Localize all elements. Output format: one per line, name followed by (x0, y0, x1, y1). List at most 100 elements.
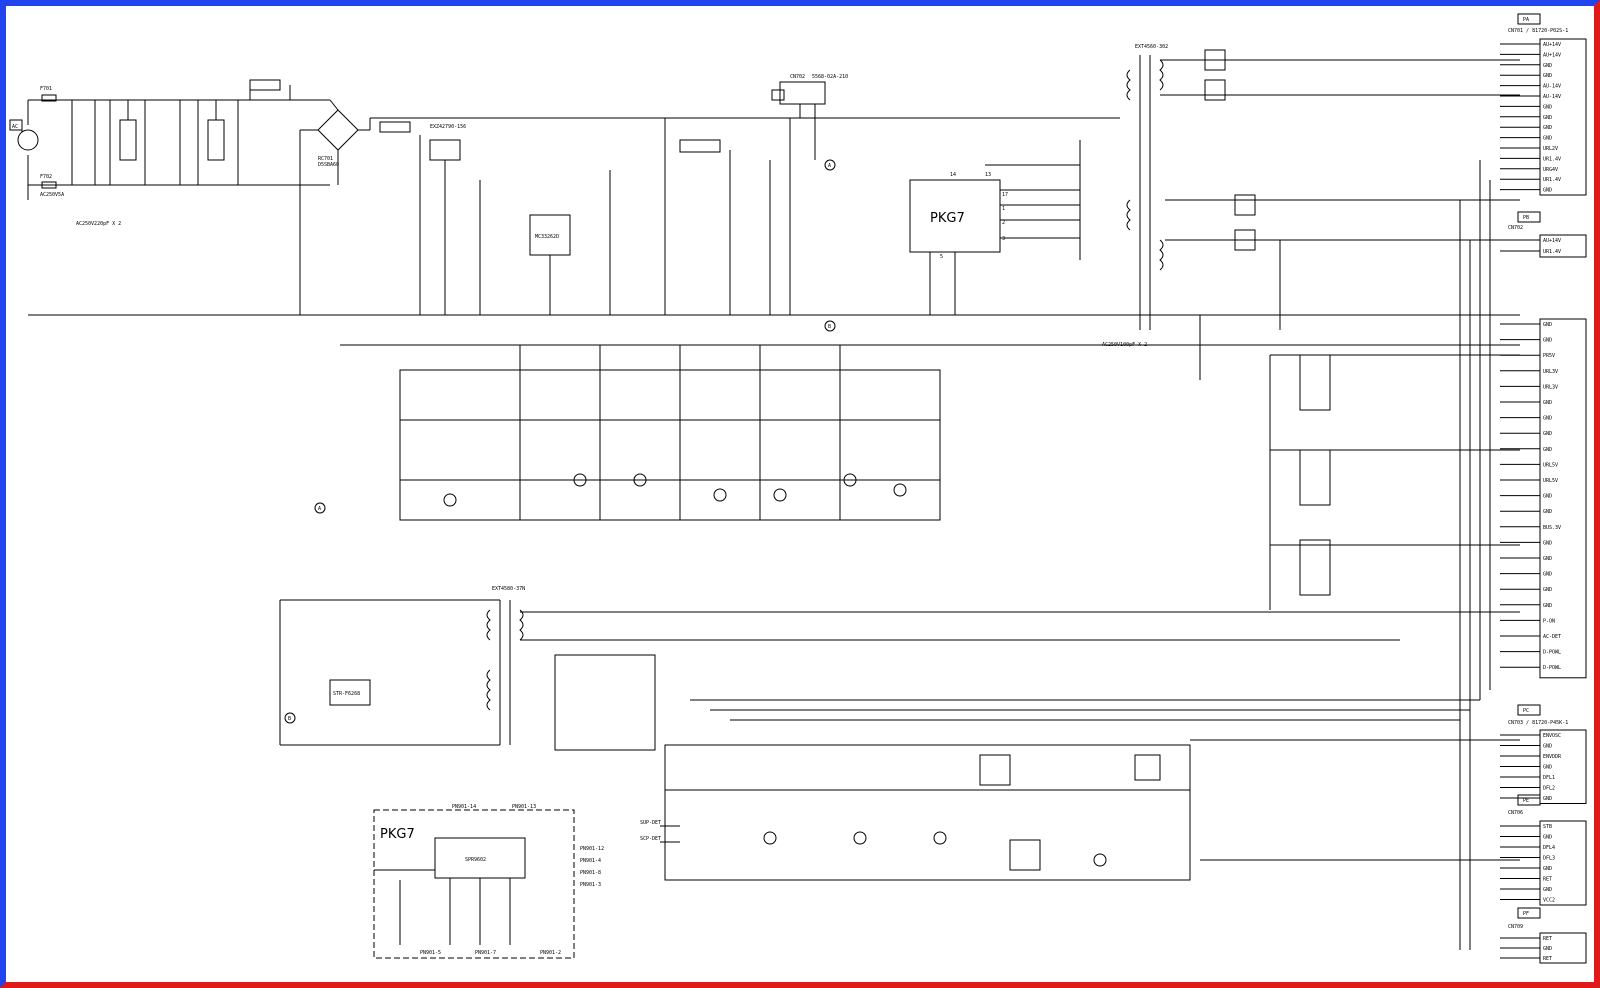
fuse-f702-label: F702 (40, 174, 52, 180)
pe-title: PE (1523, 798, 1529, 804)
pc-pin-label: ENVOSC (1543, 733, 1561, 739)
pn901-8: PN901-8 (580, 870, 601, 876)
fuse-f702-rating: AC250V5A (40, 192, 64, 198)
mid-pin-label: URL5V (1543, 462, 1558, 468)
mid-pin-label: GND (1543, 431, 1552, 437)
ac-label: AC (12, 124, 18, 130)
pc-pin-label: DFL1 (1543, 775, 1555, 781)
pe-pin-label: VCC2 (1543, 898, 1555, 904)
mid-pin-label: GND (1543, 572, 1552, 578)
pkg7-pin-5: 5 (940, 254, 943, 260)
ic-str-part: STR-F6268 (333, 691, 360, 697)
pe-pin-label: DFL3 (1543, 856, 1555, 862)
mid-pin-list: GND GND PR5V URL3V URL3V GND GND GND GND URL5V URL… (1500, 318, 1587, 679)
pf-pin-label: RET (1543, 956, 1552, 962)
mid-pin-label: GND (1543, 540, 1552, 546)
pe-pin-label: RET (1543, 877, 1552, 883)
pn901-4: PN901-4 (580, 858, 601, 864)
connector-pa: PA CN701 / 81720-P02S-1 AU+14VAU+14VGNDG… (1500, 13, 1587, 196)
node-a-left: A (318, 506, 321, 512)
mid-pin-label: URL3V (1543, 369, 1558, 375)
ic-z501-part: MC33262D (535, 234, 559, 240)
pn901-3: PN901-3 (580, 882, 601, 888)
pb-pin-label: UR1.4V (1543, 249, 1561, 255)
connector-pc: PC CN703 / 81720-P45K-1 ENVOSCGNDENVDDRG… (1500, 704, 1587, 804)
pfc-section: EXZ42790-156 MC33262D (379, 118, 791, 315)
pf-connector-body (1539, 932, 1587, 964)
regulator-blocks (1269, 160, 1520, 950)
mid-pin-label: P-ON (1543, 618, 1555, 624)
mid-pin-label: URL3V (1543, 384, 1558, 390)
pc-pin-label: GND (1543, 744, 1552, 750)
pa-pin-label: GND (1543, 104, 1552, 110)
pf-pin-label: GND (1543, 946, 1552, 952)
mid-pin-label: URL5V (1543, 478, 1558, 484)
pe-pin-label: GND (1543, 835, 1552, 841)
cap-c786-label: AC250V100pF X 2 (1102, 342, 1147, 348)
mid-pin-label: PR5V (1543, 353, 1555, 359)
mid-pin-label: D-POWL (1543, 665, 1561, 671)
detection-section: SUP-DET SCP-DET (640, 699, 1520, 881)
pe-pin-label: GND (1543, 887, 1552, 893)
pa-pin-label: UR1.4V (1543, 156, 1561, 162)
pkg7-pin-13: 13 (985, 172, 991, 178)
fuse-f701-label: F701 (40, 86, 52, 92)
pa-pin-label: UR1.4V (1543, 177, 1561, 183)
mid-connector-body (1539, 318, 1587, 679)
node-b-top: B (828, 324, 831, 330)
mid-pin-label: GND (1543, 509, 1552, 515)
bridge-ref: RC701 (318, 156, 333, 162)
pa-pin-label: GND (1543, 136, 1552, 142)
cn702-part: 5568-02A-210 (812, 74, 848, 80)
pa-pin-label: URG4V (1543, 167, 1558, 173)
pn901-2: PN901-2 (540, 950, 561, 956)
mid-pin-label: GND (1543, 400, 1552, 406)
cn702-title: CN702 (790, 74, 805, 80)
pb-connector-body (1539, 234, 1587, 258)
transformer-t701: EXT4560-302 AC250V100pF X 2 (1102, 44, 1168, 348)
mid-pin-label: GND (1543, 416, 1552, 422)
pkg7-pin-17: 17 (1002, 192, 1008, 198)
mid-pin-label: GND (1543, 587, 1552, 593)
pa-title: PA (1523, 17, 1529, 23)
pkg7-sub-module: PKG7 SPR9602 PN901-14 PN901-13 PN901-12 … (373, 804, 604, 959)
pn901-12: PN901-12 (580, 846, 604, 852)
pa-pin-label: AU+14V (1543, 52, 1561, 58)
pe-part: CN706 (1508, 810, 1523, 816)
pkg7-pin-3: 3 (1002, 236, 1005, 242)
ic-z901-part: SPR9602 (465, 857, 486, 863)
pb-title: PB (1523, 215, 1529, 221)
mid-pin-label: AC-DET (1543, 634, 1561, 640)
pkg7-sub-label: PKG7 (380, 827, 415, 842)
t701-part: EXT4560-302 (1135, 44, 1168, 50)
pa-pin-label: GND (1543, 73, 1552, 79)
ac-input-section: AC F701 F702 AC250V5A AC250V220pF X 2 (9, 79, 330, 227)
pe-pin-label: DFL4 (1543, 845, 1555, 851)
pn901-13: PN901-13 (512, 804, 536, 810)
node-markers: A B A B (284, 159, 836, 724)
pn901-14: PN901-14 (452, 804, 476, 810)
standby-section: EXT4580-37N STR-F6268 (279, 586, 1520, 751)
pkg7-pin-14: 14 (950, 172, 956, 178)
pa-pin-label: AU-14V (1543, 84, 1561, 90)
pc-pin-label: GND (1543, 765, 1552, 771)
pkg7-main-ic: PKG7 14 13 5 17 1 2 3 (909, 140, 1081, 315)
mid-pin-label: D-POWL (1543, 650, 1561, 656)
mid-pin-label: GND (1543, 447, 1552, 453)
pkg7-main-label: PKG7 (930, 211, 965, 226)
pe-pin-label: STB (1543, 824, 1552, 830)
pf-part: CN709 (1508, 924, 1523, 930)
pa-pin-label: GND (1543, 115, 1552, 121)
control-section (399, 345, 941, 521)
cap-ac-label: AC250V220pF X 2 (76, 221, 121, 227)
pc-pin-label: ENVDDR (1543, 754, 1562, 760)
pa-pin-list: AU+14VAU+14VGNDGNDAU-14VAU-14VGNDGNDGNDG… (1500, 38, 1587, 196)
pc-pin-label: GND (1543, 796, 1552, 802)
pn901-7: PN901-7 (475, 950, 496, 956)
pa-connector-body (1539, 38, 1587, 196)
